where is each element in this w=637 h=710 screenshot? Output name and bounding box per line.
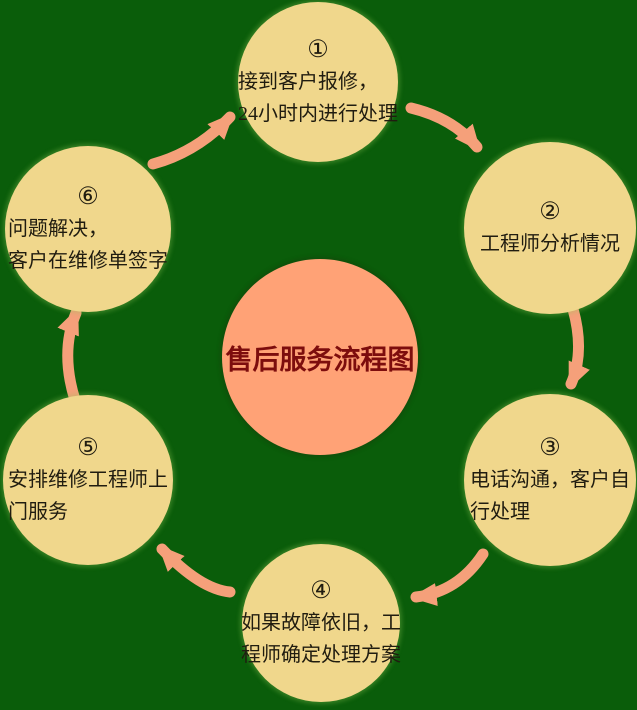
step-text-line: 客户在维修单签字 xyxy=(8,249,168,272)
step-number: ③ xyxy=(539,434,561,461)
step-node-1: ① 接到客户报修， 24小时内进行处理 xyxy=(238,2,398,162)
step-text-line: 电话沟通，客户自 xyxy=(470,468,630,491)
step-text-line: 24小时内进行处理 xyxy=(238,102,398,125)
step-node-2: ② 工程师分析情况 xyxy=(464,142,636,314)
step-text-line: 程师确定处理方案 xyxy=(241,643,401,666)
step-node-6: ⑥ 问题解决， 客户在维修单签字 xyxy=(5,146,171,312)
step-text: 如果故障依旧，工 程师确定处理方案 xyxy=(241,607,401,671)
step-text-line: 如果故障依旧，工 xyxy=(241,611,401,634)
step-text-line: 门服务 xyxy=(8,500,68,523)
arrow-step3-to-step4 xyxy=(410,548,489,607)
step-text: 问题解决， 客户在维修单签字 xyxy=(8,213,168,277)
arrow-step1-to-step2 xyxy=(405,102,483,153)
step-number: ④ xyxy=(310,577,332,604)
step-text: 电话沟通，客户自 行处理 xyxy=(470,464,630,528)
step-text-line: 接到客户报修， xyxy=(238,70,378,93)
arrow-step2-to-step3 xyxy=(565,303,590,390)
step-text-line: 问题解决， xyxy=(8,217,108,240)
step-number: ② xyxy=(539,198,561,225)
step-node-5: ⑤ 安排维修工程师上 门服务 xyxy=(3,395,173,565)
step-text-line: 安排维修工程师上 xyxy=(8,468,168,491)
step-text-line: 行处理 xyxy=(470,500,530,523)
step-number: ⑤ xyxy=(77,434,99,461)
step-node-4: ④ 如果故障依旧，工 程师确定处理方案 xyxy=(241,544,401,702)
step-node-3: ③ 电话沟通，客户自 行处理 xyxy=(464,394,636,566)
arrow-step5-to-step6 xyxy=(57,307,82,406)
arrow-step6-to-step1 xyxy=(147,111,236,170)
diagram-title: 售后服务流程图 xyxy=(225,344,415,375)
step-text: 工程师分析情况 xyxy=(480,228,620,260)
step-number: ① xyxy=(307,36,329,63)
step-text: 接到客户报修， 24小时内进行处理 xyxy=(238,66,398,130)
arrow-step4-to-step5 xyxy=(156,543,236,598)
step-text-line: 工程师分析情况 xyxy=(480,232,620,255)
step-number: ⑥ xyxy=(77,183,99,210)
step-text: 安排维修工程师上 门服务 xyxy=(8,464,168,528)
center-title-circle: 售后服务流程图 xyxy=(222,259,418,455)
